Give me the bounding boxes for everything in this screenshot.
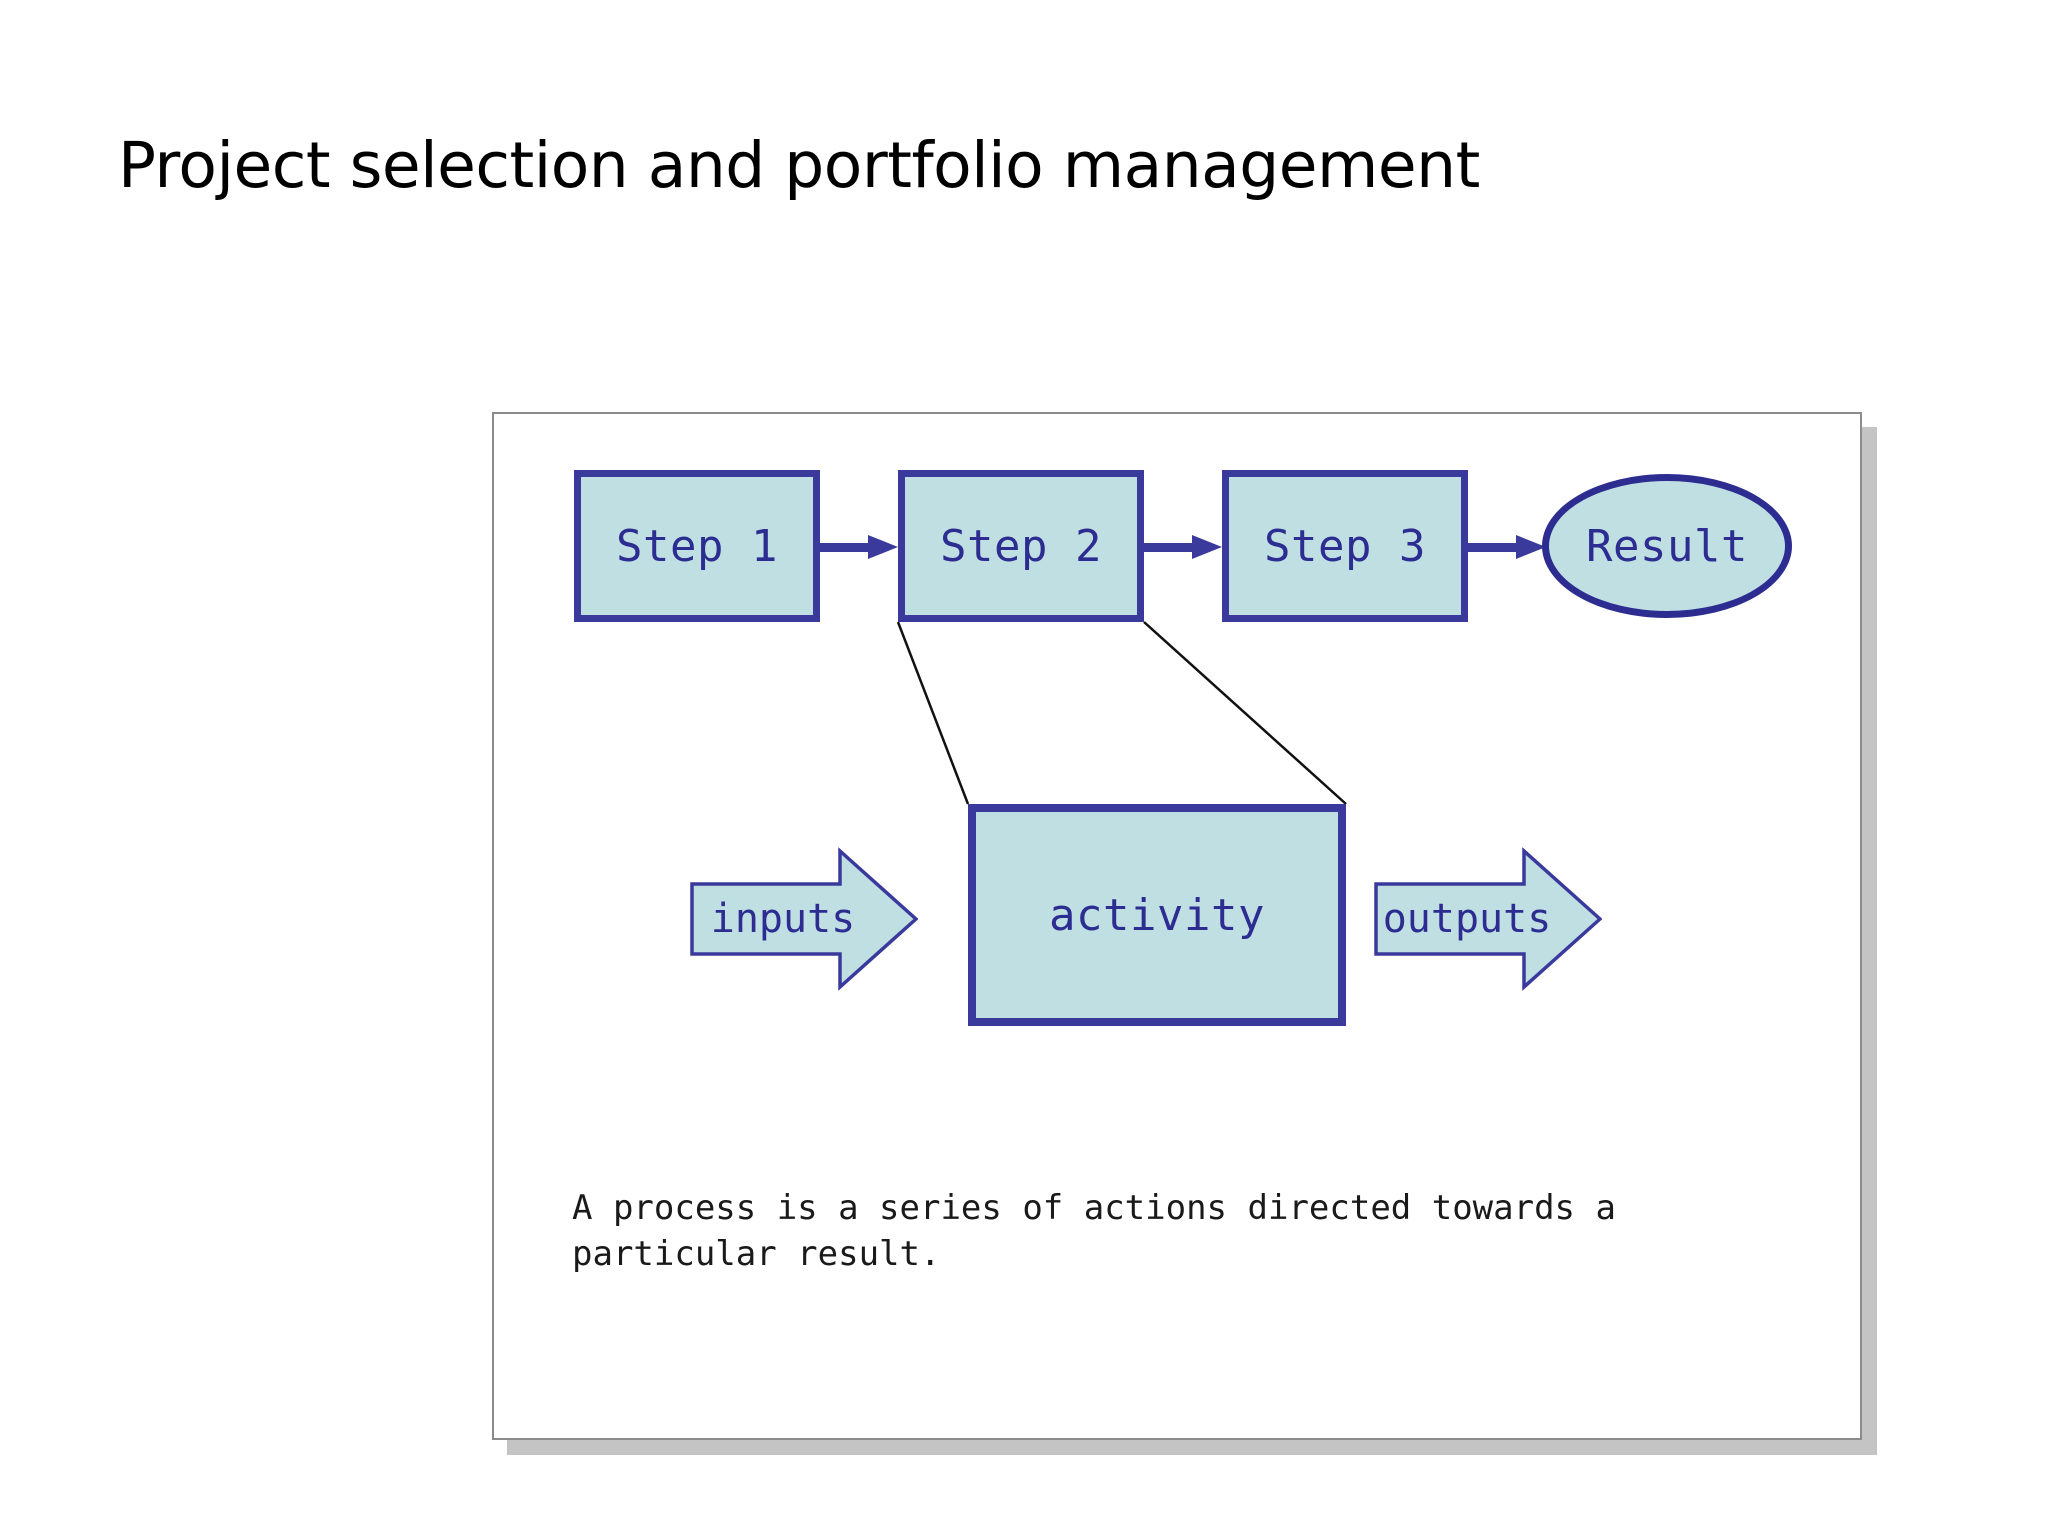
arrow-shaft [820,543,872,552]
arrow-head [1192,535,1222,559]
connector-step2-right-to-activity [1143,621,1347,805]
process-step-2-label: Step 2 [940,520,1102,572]
figure-caption-line-1: A process is a series of actions directe… [572,1188,1616,1228]
outputs-block-arrow[interactable]: outputs [1374,846,1602,992]
arrow-shaft [1468,543,1520,552]
arrow-head [868,535,898,559]
process-step-3-label: Step 3 [1264,520,1426,572]
arrow-right-icon-step1-step2 [820,535,898,559]
arrow-head [1516,535,1546,559]
process-step-1-box[interactable]: Step 1 [574,470,820,622]
block-arrow-right-icon [690,847,918,991]
process-step-2-box[interactable]: Step 2 [898,470,1144,622]
arrow-right-icon-step2-step3 [1144,535,1222,559]
process-diagram: Step 1 Step 2 Step 3 Result [494,414,1860,1438]
page-title: Project selection and portfolio manageme… [118,129,1480,202]
block-arrow-right-icon [1374,847,1602,991]
process-result-ellipse[interactable]: Result [1542,474,1792,618]
figure-caption-line-2: particular result. [572,1233,941,1274]
figure-caption: A process is a series of actions directe… [572,1186,1752,1278]
connector-step2-left-to-activity [896,621,970,805]
activity-label: activity [1049,889,1265,941]
process-result-label: Result [1586,520,1748,572]
activity-box[interactable]: activity [968,804,1346,1026]
arrow-right-icon-step3-result [1468,535,1546,559]
process-step-1-label: Step 1 [616,520,778,572]
arrow-shaft [1144,543,1196,552]
process-step-3-box[interactable]: Step 3 [1222,470,1468,622]
inputs-block-arrow[interactable]: inputs [690,846,918,992]
process-diagram-panel: Step 1 Step 2 Step 3 Result [492,412,1862,1440]
